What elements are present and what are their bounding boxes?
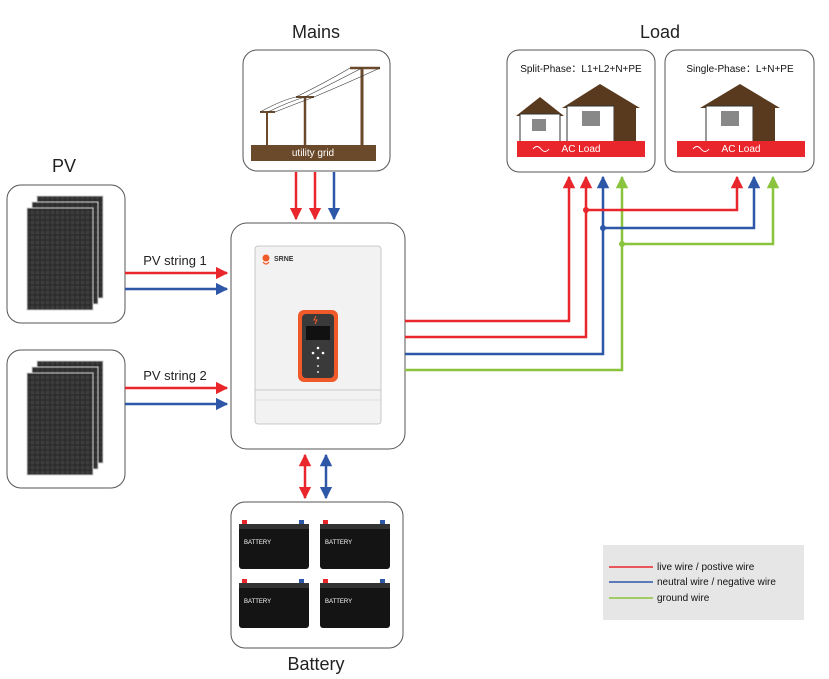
battery-label: BATTERY xyxy=(325,540,352,546)
pv-string-1-label: PV string 1 xyxy=(143,253,207,268)
ac-wave-icon xyxy=(532,146,550,152)
legend-ground-label: ground wire xyxy=(657,593,710,604)
battery-label: BATTERY xyxy=(325,599,352,605)
utility-grid-label: utility grid xyxy=(292,148,334,159)
junction-dot xyxy=(600,225,606,231)
solar-panel-icon xyxy=(26,360,104,476)
mains-wires xyxy=(289,172,341,221)
pv-string-2-label: PV string 2 xyxy=(143,368,207,383)
single-phase-title: Single-Phase：L+N+PE xyxy=(686,64,794,75)
house-icon xyxy=(700,84,780,143)
ac-load-label: AC Load xyxy=(722,144,761,155)
legend: live wire / postive wire neutral wire / … xyxy=(603,545,804,620)
mains-title: Mains xyxy=(292,22,340,42)
battery-icon: BATTERY xyxy=(320,520,390,569)
battery-title: Battery xyxy=(287,654,344,674)
pv-box-2 xyxy=(6,349,126,489)
lightning-icon xyxy=(313,315,318,325)
battery-icon: BATTERY xyxy=(239,520,309,569)
battery-label: BATTERY xyxy=(244,599,271,605)
split-phase-title: Split-Phase：L1+L2+N+PE xyxy=(520,64,642,75)
srne-logo-icon xyxy=(262,254,270,265)
solar-panel-icon xyxy=(26,195,104,311)
junction-dot xyxy=(619,241,625,247)
house-icon xyxy=(516,84,640,143)
junction-dot xyxy=(583,207,589,213)
load-wires xyxy=(405,175,780,372)
inverter-brand: SRNE xyxy=(274,256,294,263)
load-box-split-phase: Split-Phase：L1+L2+N+PE AC Load xyxy=(506,49,656,173)
utility-pole-icon xyxy=(259,66,381,145)
battery-wires xyxy=(298,453,333,500)
pv-title: PV xyxy=(52,156,76,176)
ac-load-label: AC Load xyxy=(562,144,601,155)
ac-load-bar xyxy=(677,141,805,157)
battery-icon: BATTERY xyxy=(239,579,309,628)
display-screen xyxy=(306,326,330,340)
load-title: Load xyxy=(640,22,680,42)
pv-box-1 xyxy=(6,184,126,324)
legend-neutral-label: neutral wire / negative wire xyxy=(657,577,776,588)
battery-icon: BATTERY xyxy=(320,579,390,628)
inverter-box: SRNE xyxy=(230,222,406,450)
legend-live-label: live wire / postive wire xyxy=(657,562,755,573)
battery-label: BATTERY xyxy=(244,540,271,546)
ac-load-bar xyxy=(517,141,645,157)
ac-wave-icon xyxy=(692,146,710,152)
load-box-single-phase: Single-Phase：L+N+PE AC Load xyxy=(664,49,815,173)
mains-box: utility grid xyxy=(242,49,391,172)
control-panel xyxy=(298,310,338,382)
battery-box: BATTERY BATTERY BATTERY BATTERY xyxy=(230,501,404,649)
utility-grid-bar xyxy=(251,145,376,161)
pv-wires xyxy=(125,266,229,411)
